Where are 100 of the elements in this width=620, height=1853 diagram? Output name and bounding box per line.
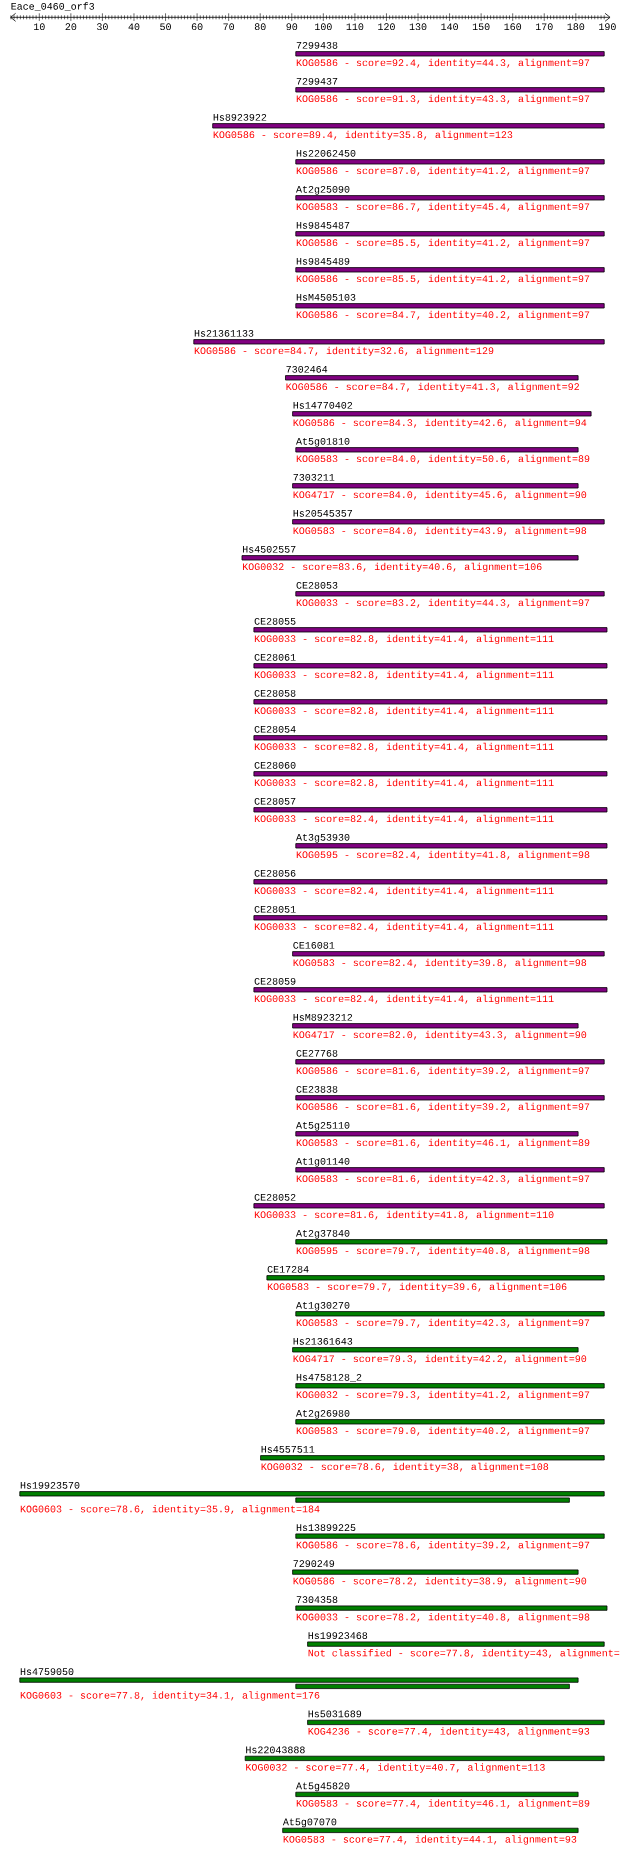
sequence-id: At2g26980 xyxy=(296,1409,350,1419)
tick-label: 10 xyxy=(34,23,45,31)
tick-label: 190 xyxy=(599,23,616,31)
hit-summary: KOG0583 - score=84.0, identity=43.9, alignment=98 xyxy=(293,526,587,537)
hit-summary: Not classified - score=77.8, identity=43, alignment= xyxy=(308,1649,620,1659)
tick-label: 100 xyxy=(315,23,332,31)
hit-summary: KOG0583 - score=86.7, identity=45.4, alignment=97 xyxy=(296,202,590,213)
sequence-id: CE28058 xyxy=(254,689,296,697)
tick-label: 30 xyxy=(97,23,108,31)
sequence-id: HsM8923212 xyxy=(293,1013,353,1021)
sequence-id: CE28052 xyxy=(254,1193,296,1201)
alignment-bar xyxy=(295,1683,570,1689)
hit-summary: KOG0586 - score=91.3, identity=43.3, alignment=97 xyxy=(296,94,590,105)
hit-summary: KOG0583 - score=84.0, identity=50.6, alignment=89 xyxy=(296,454,590,465)
alignment-bar xyxy=(295,1497,570,1503)
hit-summary: KOG0033 - score=82.8, identity=41.4, alignment=111 xyxy=(254,742,554,753)
tick-label: 80 xyxy=(254,23,266,31)
hit-summary: KOG0033 - score=82.8, identity=41.4, alignment=111 xyxy=(254,706,554,717)
hit-summary: KOG0586 - score=85.5, identity=41.2, alignment=97 xyxy=(296,274,590,285)
hit-summary: KOG0583 - score=79.7, identity=39.6, alignment=106 xyxy=(267,1282,567,1293)
tick-label: 110 xyxy=(346,23,364,31)
sequence-id: Hs9845489 xyxy=(296,257,350,265)
sequence-id: CE28051 xyxy=(254,905,296,913)
hit-summary: KOG0603 - score=78.6, identity=35.9, alignment=184 xyxy=(20,1505,320,1515)
hit-summary: KOG0586 - score=84.3, identity=42.6, alignment=94 xyxy=(293,418,587,429)
sequence-id: Hs20545357 xyxy=(293,509,352,517)
hit-summary: KOG0583 - score=77.4, identity=44.1, alignment=93 xyxy=(283,1835,577,1845)
hit-summary: KOG0032 - score=77.4, identity=40.7, alignment=113 xyxy=(246,1763,545,1773)
hit-summary: KOG0033 - score=82.8, identity=41.4, alignment=111 xyxy=(254,634,554,645)
hit-summary: KOG0033 - score=83.2, identity=44.3, alignment=97 xyxy=(296,598,590,609)
tick-label: 60 xyxy=(191,23,203,31)
hit-summary: KOG0033 - score=82.4, identity=41.4, alignment=111 xyxy=(254,886,554,897)
hit-summary: KOG0595 - score=82.4, identity=41.8, alignment=98 xyxy=(296,850,590,861)
sequence-id: CE28059 xyxy=(254,977,296,985)
sequence-id: Hs14770402 xyxy=(293,401,353,409)
hit-summary: KOG0032 - score=79.3, identity=41.2, alignment=97 xyxy=(296,1390,590,1401)
sequence-id: Hs5031689 xyxy=(308,1710,362,1718)
sequence-id: Hs4557511 xyxy=(261,1446,315,1453)
hit-summary: KOG0033 - score=82.4, identity=41.4, alignment=111 xyxy=(254,994,554,1005)
tick-label: 70 xyxy=(223,23,235,31)
hit-summary: KOG0586 - score=92.4, identity=44.3, alignment=97 xyxy=(296,58,590,69)
hit-summary: KOG0586 - score=81.6, identity=39.2, alignment=97 xyxy=(296,1102,590,1113)
sequence-id: 7290249 xyxy=(293,1560,335,1567)
sequence-id: At3g53930 xyxy=(296,833,350,843)
sequence-id: CE23838 xyxy=(296,1085,338,1093)
sequence-id: At2g25090 xyxy=(296,185,350,195)
hit-summary: KOG4717 - score=79.3, identity=42.2, alignment=90 xyxy=(293,1354,587,1365)
sequence-id: At5g07070 xyxy=(282,1818,337,1828)
hit-summary: KOG0586 - score=84.7, identity=32.6, alignment=129 xyxy=(194,346,494,357)
tick-label: 120 xyxy=(378,23,395,31)
sequence-id: 7304358 xyxy=(296,1596,338,1603)
tick-label: 40 xyxy=(128,23,140,31)
hit-summary: KOG0583 - score=82.4, identity=39.8, alignment=98 xyxy=(293,958,587,969)
sequence-id: 7303211 xyxy=(293,473,335,481)
sequence-id: Hs21361643 xyxy=(293,1337,353,1345)
tick-label: 130 xyxy=(409,23,427,31)
sequence-id: CE28053 xyxy=(296,581,338,589)
hit-summary: KOG4717 - score=84.0, identity=45.6, alignment=90 xyxy=(293,490,587,501)
tick-label: 150 xyxy=(472,23,490,31)
sequence-id: Hs22062450 xyxy=(296,149,356,157)
hit-summary: KOG0586 - score=78.2, identity=38.9, alignment=90 xyxy=(293,1577,587,1587)
sequence-id: 7302464 xyxy=(286,365,328,373)
tick-label: 170 xyxy=(536,23,553,31)
hit-summary: KOG0595 - score=79.7, identity=40.8, alignment=98 xyxy=(296,1246,590,1257)
hit-summary: KOG0586 - score=85.5, identity=41.2, alignment=97 xyxy=(296,238,590,249)
hit-summary: KOG0586 - score=84.7, identity=41.3, alignment=92 xyxy=(286,382,579,393)
sequence-id: At1g30270 xyxy=(296,1301,350,1311)
hit-summary: KOG0033 - score=82.8, identity=41.4, alignment=111 xyxy=(254,778,554,789)
hit-summary: KOG0033 - score=82.8, identity=41.4, alignment=111 xyxy=(254,670,554,681)
sequence-id: At2g37840 xyxy=(296,1229,350,1239)
sequence-id: 7299438 xyxy=(296,41,338,49)
tick-label: 50 xyxy=(160,23,171,31)
sequence-id: CE28055 xyxy=(254,617,296,625)
sequence-id: CE28057 xyxy=(254,797,296,805)
sequence-id: Hs4759050 xyxy=(20,1668,74,1675)
tick-label: 20 xyxy=(65,23,77,31)
tick-label: 140 xyxy=(441,23,458,31)
hit-summary: KOG0032 - score=83.6, identity=40.6, alignment=106 xyxy=(243,562,542,573)
sequence-id: At5g01810 xyxy=(296,437,350,447)
sequence-id: Hs13899225 xyxy=(296,1524,356,1531)
hit-summary: KOG0586 - score=81.6, identity=39.2, alignment=97 xyxy=(296,1066,590,1077)
hit-summary: KOG0033 - score=78.2, identity=40.8, alignment=98 xyxy=(296,1613,590,1623)
sequence-id: CE28054 xyxy=(254,725,296,733)
sequence-id: CE28056 xyxy=(254,869,296,877)
sequence-id: Hs19923570 xyxy=(20,1481,80,1489)
sequence-id: Hs22043888 xyxy=(246,1746,305,1754)
tick-label: 180 xyxy=(567,23,585,31)
hit-summary: KOG0583 - score=77.4, identity=46.1, alignment=89 xyxy=(296,1799,590,1809)
hit-summary: KOG0603 - score=77.8, identity=34.1, alignment=176 xyxy=(20,1691,320,1701)
hit-summary: KOG0583 - score=81.6, identity=46.1, alignment=89 xyxy=(296,1138,590,1149)
hit-summary: KOG0583 - score=79.0, identity=40.2, alignment=97 xyxy=(296,1426,590,1437)
sequence-id: HsM4505103 xyxy=(296,293,356,301)
sequence-id: At5g25110 xyxy=(296,1121,350,1131)
hit-summary: KOG0583 - score=81.6, identity=42.3, alignment=97 xyxy=(296,1174,590,1185)
sequence-id: Hs4758128_2 xyxy=(296,1373,362,1382)
hit-summary: KOG0033 - score=82.4, identity=41.4, alignment=111 xyxy=(254,814,554,825)
hit-summary: KOG0586 - score=78.6, identity=39.2, alignment=97 xyxy=(296,1541,590,1551)
hit-summary: KOG0586 - score=89.4, identity=35.8, alignment=123 xyxy=(213,130,513,141)
hit-summary: KOG4717 - score=82.0, identity=43.3, alignment=90 xyxy=(293,1030,587,1041)
sequence-id: Hs21361133 xyxy=(194,329,254,337)
